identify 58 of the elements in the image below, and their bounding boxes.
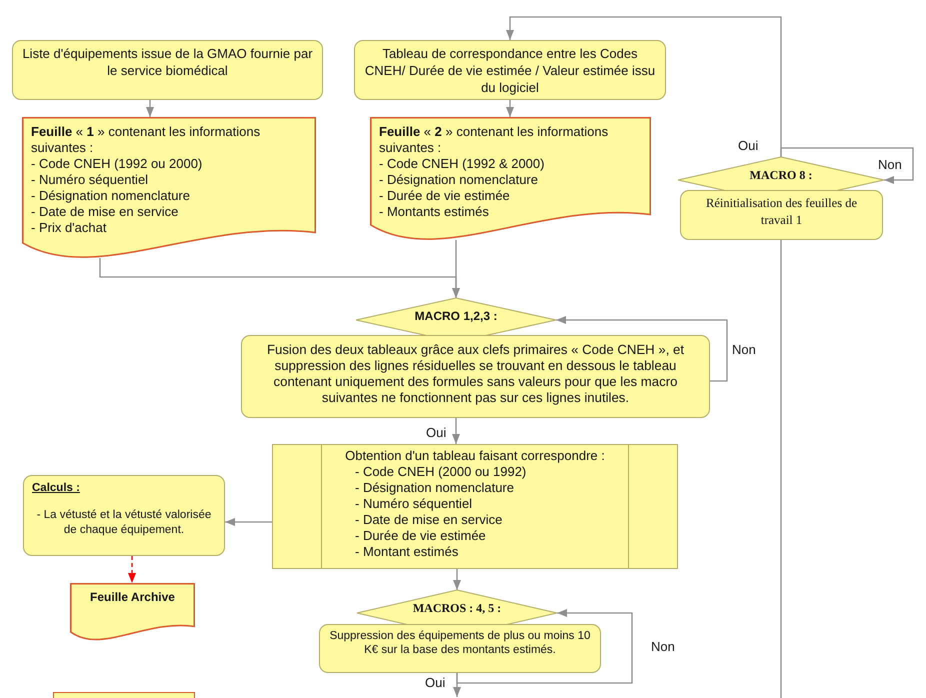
list-item: - Code CNEH (1992 & 2000): [379, 156, 546, 172]
arrow: [453, 673, 461, 697]
arrow: [452, 418, 460, 444]
list-item: - Désignation nomenclature: [31, 188, 191, 204]
edge-label: Non: [877, 157, 903, 172]
list-item: - Date de mise en service: [354, 512, 504, 528]
list-item: - Montant estimés: [354, 544, 460, 560]
decision-label: MACRO 1,2,3 :: [414, 309, 498, 323]
process-box: [12, 40, 323, 100]
list-item: - Numéro séquentiel: [354, 496, 474, 512]
step-text: Feuille « 2 » contenant les informations suivantes :: [379, 124, 610, 156]
arrow: [780, 147, 914, 184]
step-text: Suppression des équipements de plus ou moins 10 K€ sur la base des montants estimés.: [328, 629, 592, 657]
decision-diamond: [357, 590, 557, 625]
process-box: [354, 40, 666, 100]
list-item: - Prix d'achat: [31, 220, 108, 236]
document-shape: [53, 692, 195, 698]
document-shape: [370, 117, 651, 240]
document-shape: [22, 117, 316, 258]
step-text: Tableau de correspondance entre les Codes CNEH/ Durée de vie estimée / Valeur estimée issu du logiciel: [364, 45, 656, 96]
step-text: - La vétusté et la vétusté valorisée de chaque équipement.: [36, 508, 212, 538]
arrow: [146, 100, 154, 117]
arrow: [452, 240, 460, 298]
list-item: - Date de mise en service: [31, 204, 180, 220]
dashed-arrow: [128, 556, 136, 583]
process-box: [23, 475, 225, 556]
list-item: - Code CNEH (1992 ou 2000): [31, 156, 204, 172]
list-item: - Durée de vie estimée: [354, 528, 487, 544]
section-heading: Calculs :: [32, 481, 80, 496]
process-box: [680, 190, 883, 240]
edge-label: Non: [731, 342, 757, 357]
step-text: Feuille Archive: [89, 590, 176, 605]
document-shape: [70, 583, 195, 640]
step-text: Feuille « 1 » contenant les informations suivantes :: [31, 124, 262, 156]
step-text: Fusion des deux tableaux grâce aux clefs primaires « Code CNEH », et suppression des lignes résiduelles se trouvant en dessous le tableau contenant uniquement des formules sans valeurs pour que les macro suivantes ne fonctionnent pas sur ces lignes inutiles.: [266, 342, 686, 406]
decision-label: MACRO 8 :: [750, 168, 812, 182]
step-text: Réinitialisation des feuilles de travail 1: [704, 195, 858, 229]
arrow: [556, 316, 728, 382]
connector-line: [780, 240, 782, 698]
list-item: - Code CNEH (2000 ou 1992): [354, 464, 528, 480]
decision-label: MACROS : 4, 5 :: [412, 601, 502, 615]
edge-label: Oui: [424, 675, 446, 690]
arrow: [225, 518, 272, 526]
step-text: Liste d'équipements issue de la GMAO fournie par le service biomédical: [21, 45, 314, 79]
process-box: [319, 624, 601, 673]
arrow: [453, 569, 461, 590]
arrow: [456, 609, 633, 684]
edge-label: Non: [650, 639, 676, 654]
edge-label: Oui: [425, 425, 448, 440]
edge-label: Oui: [737, 138, 760, 153]
step-text: Obtention d'un tableau faisant correspondre :: [345, 448, 605, 464]
list-item: - Désignation nomenclature: [379, 172, 539, 188]
arrow: [506, 100, 514, 117]
predefined-process-box: [272, 444, 678, 569]
list-item: - Montants estimés: [379, 204, 490, 220]
list-item: - Désignation nomenclature: [354, 480, 515, 496]
list-item: - Numéro séquentiel: [31, 172, 150, 188]
list-item: - Durée de vie estimée: [379, 188, 511, 204]
